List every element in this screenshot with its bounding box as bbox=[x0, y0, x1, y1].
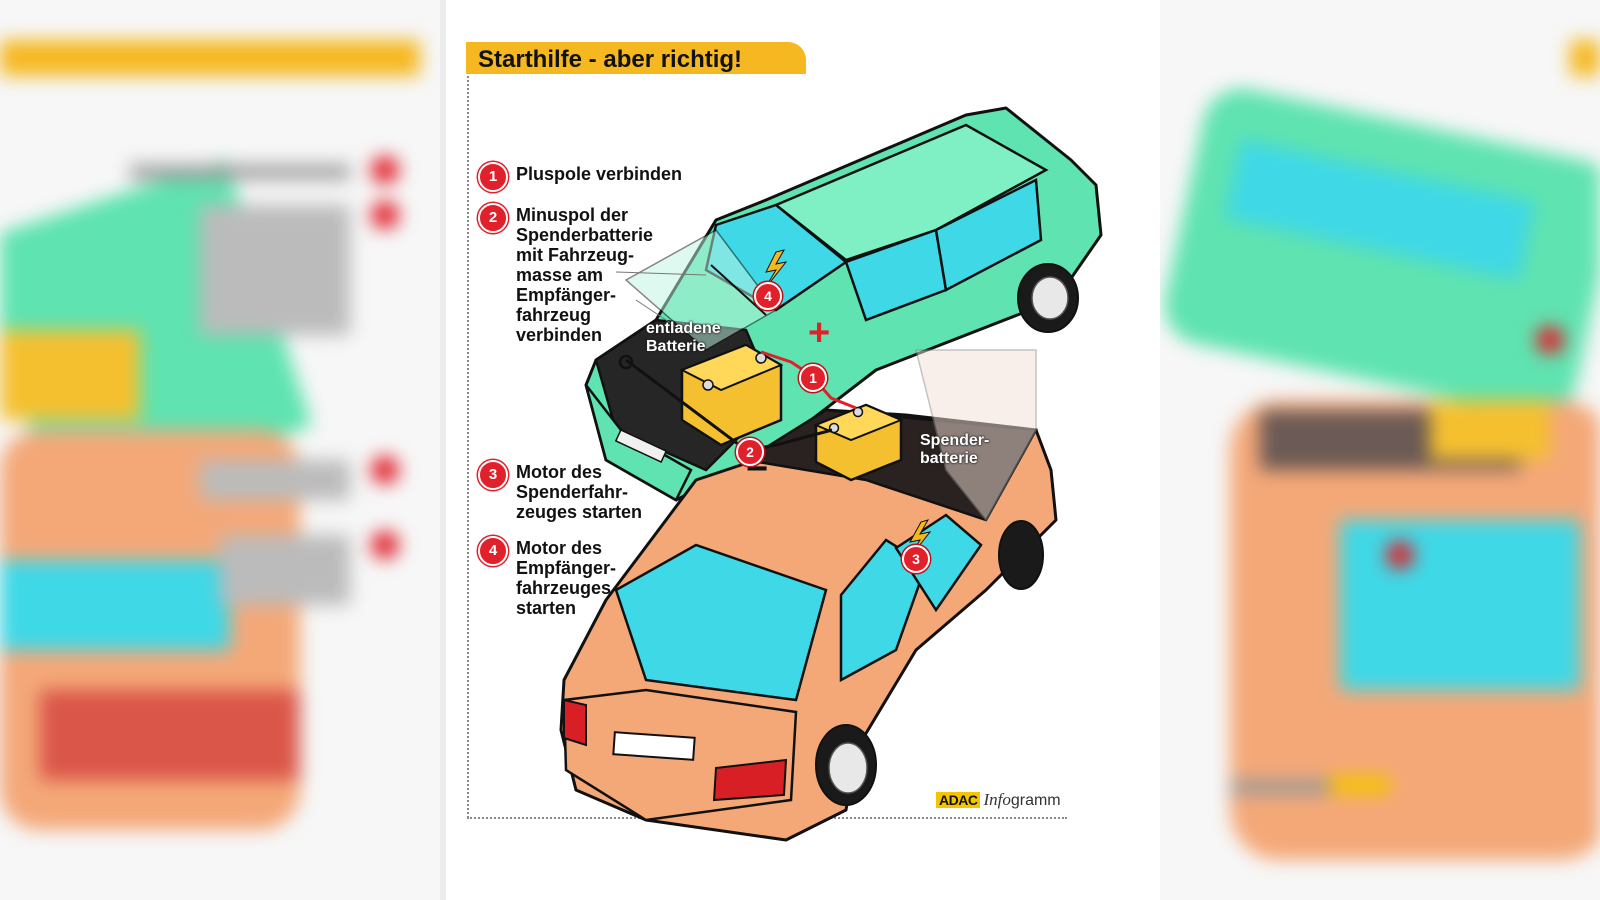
cars-diagram bbox=[559, 106, 1103, 842]
logo-info: Info bbox=[983, 790, 1011, 809]
diagram-marker-3: 3 bbox=[902, 545, 930, 573]
step-3-badge: 3 bbox=[478, 460, 508, 490]
diagram-marker-2: 2 bbox=[736, 438, 764, 466]
step-2-text: Minuspol der Spenderbatterie mit Fahrzeu… bbox=[516, 205, 654, 345]
step-4-text: Motor des Empfänger- fahrzeuges starten bbox=[516, 538, 617, 618]
spark-icon-receiver bbox=[763, 249, 788, 291]
discharged-battery-label: entladene Batterie bbox=[646, 320, 721, 355]
jump-start-infographic: Starthilfe - aber richtig! bbox=[446, 0, 1160, 900]
logo-gramm: gramm bbox=[1010, 792, 1061, 809]
step-3-text: Motor des Spenderfahr- zeuges starten bbox=[516, 462, 643, 522]
step-2-badge: 2 bbox=[478, 203, 508, 233]
infographic-title: Starthilfe - aber richtig! bbox=[478, 46, 743, 73]
left-blurred-preview bbox=[0, 0, 440, 900]
donor-battery-label: Spender- batterie bbox=[920, 432, 990, 467]
leader-lines bbox=[615, 271, 707, 331]
diagram-marker-1: 1 bbox=[799, 364, 827, 392]
left-blurred-illustration bbox=[0, 40, 420, 830]
title-bar: Starthilfe - aber richtig! bbox=[466, 42, 806, 74]
plus-sign: + bbox=[808, 312, 831, 354]
step-1-text: Pluspole verbinden bbox=[516, 164, 683, 184]
ground-clamp bbox=[618, 354, 634, 370]
dotted-frame-left bbox=[467, 76, 469, 818]
logo-brand: ADAC bbox=[936, 792, 981, 808]
panel-divider bbox=[440, 0, 446, 900]
right-blurred-preview bbox=[1160, 0, 1600, 900]
right-blurred-illustration bbox=[1164, 40, 1600, 860]
step-4-badge: 4 bbox=[478, 536, 508, 566]
step-1-badge: 1 bbox=[478, 162, 508, 192]
diagram-marker-4: 4 bbox=[754, 282, 782, 310]
